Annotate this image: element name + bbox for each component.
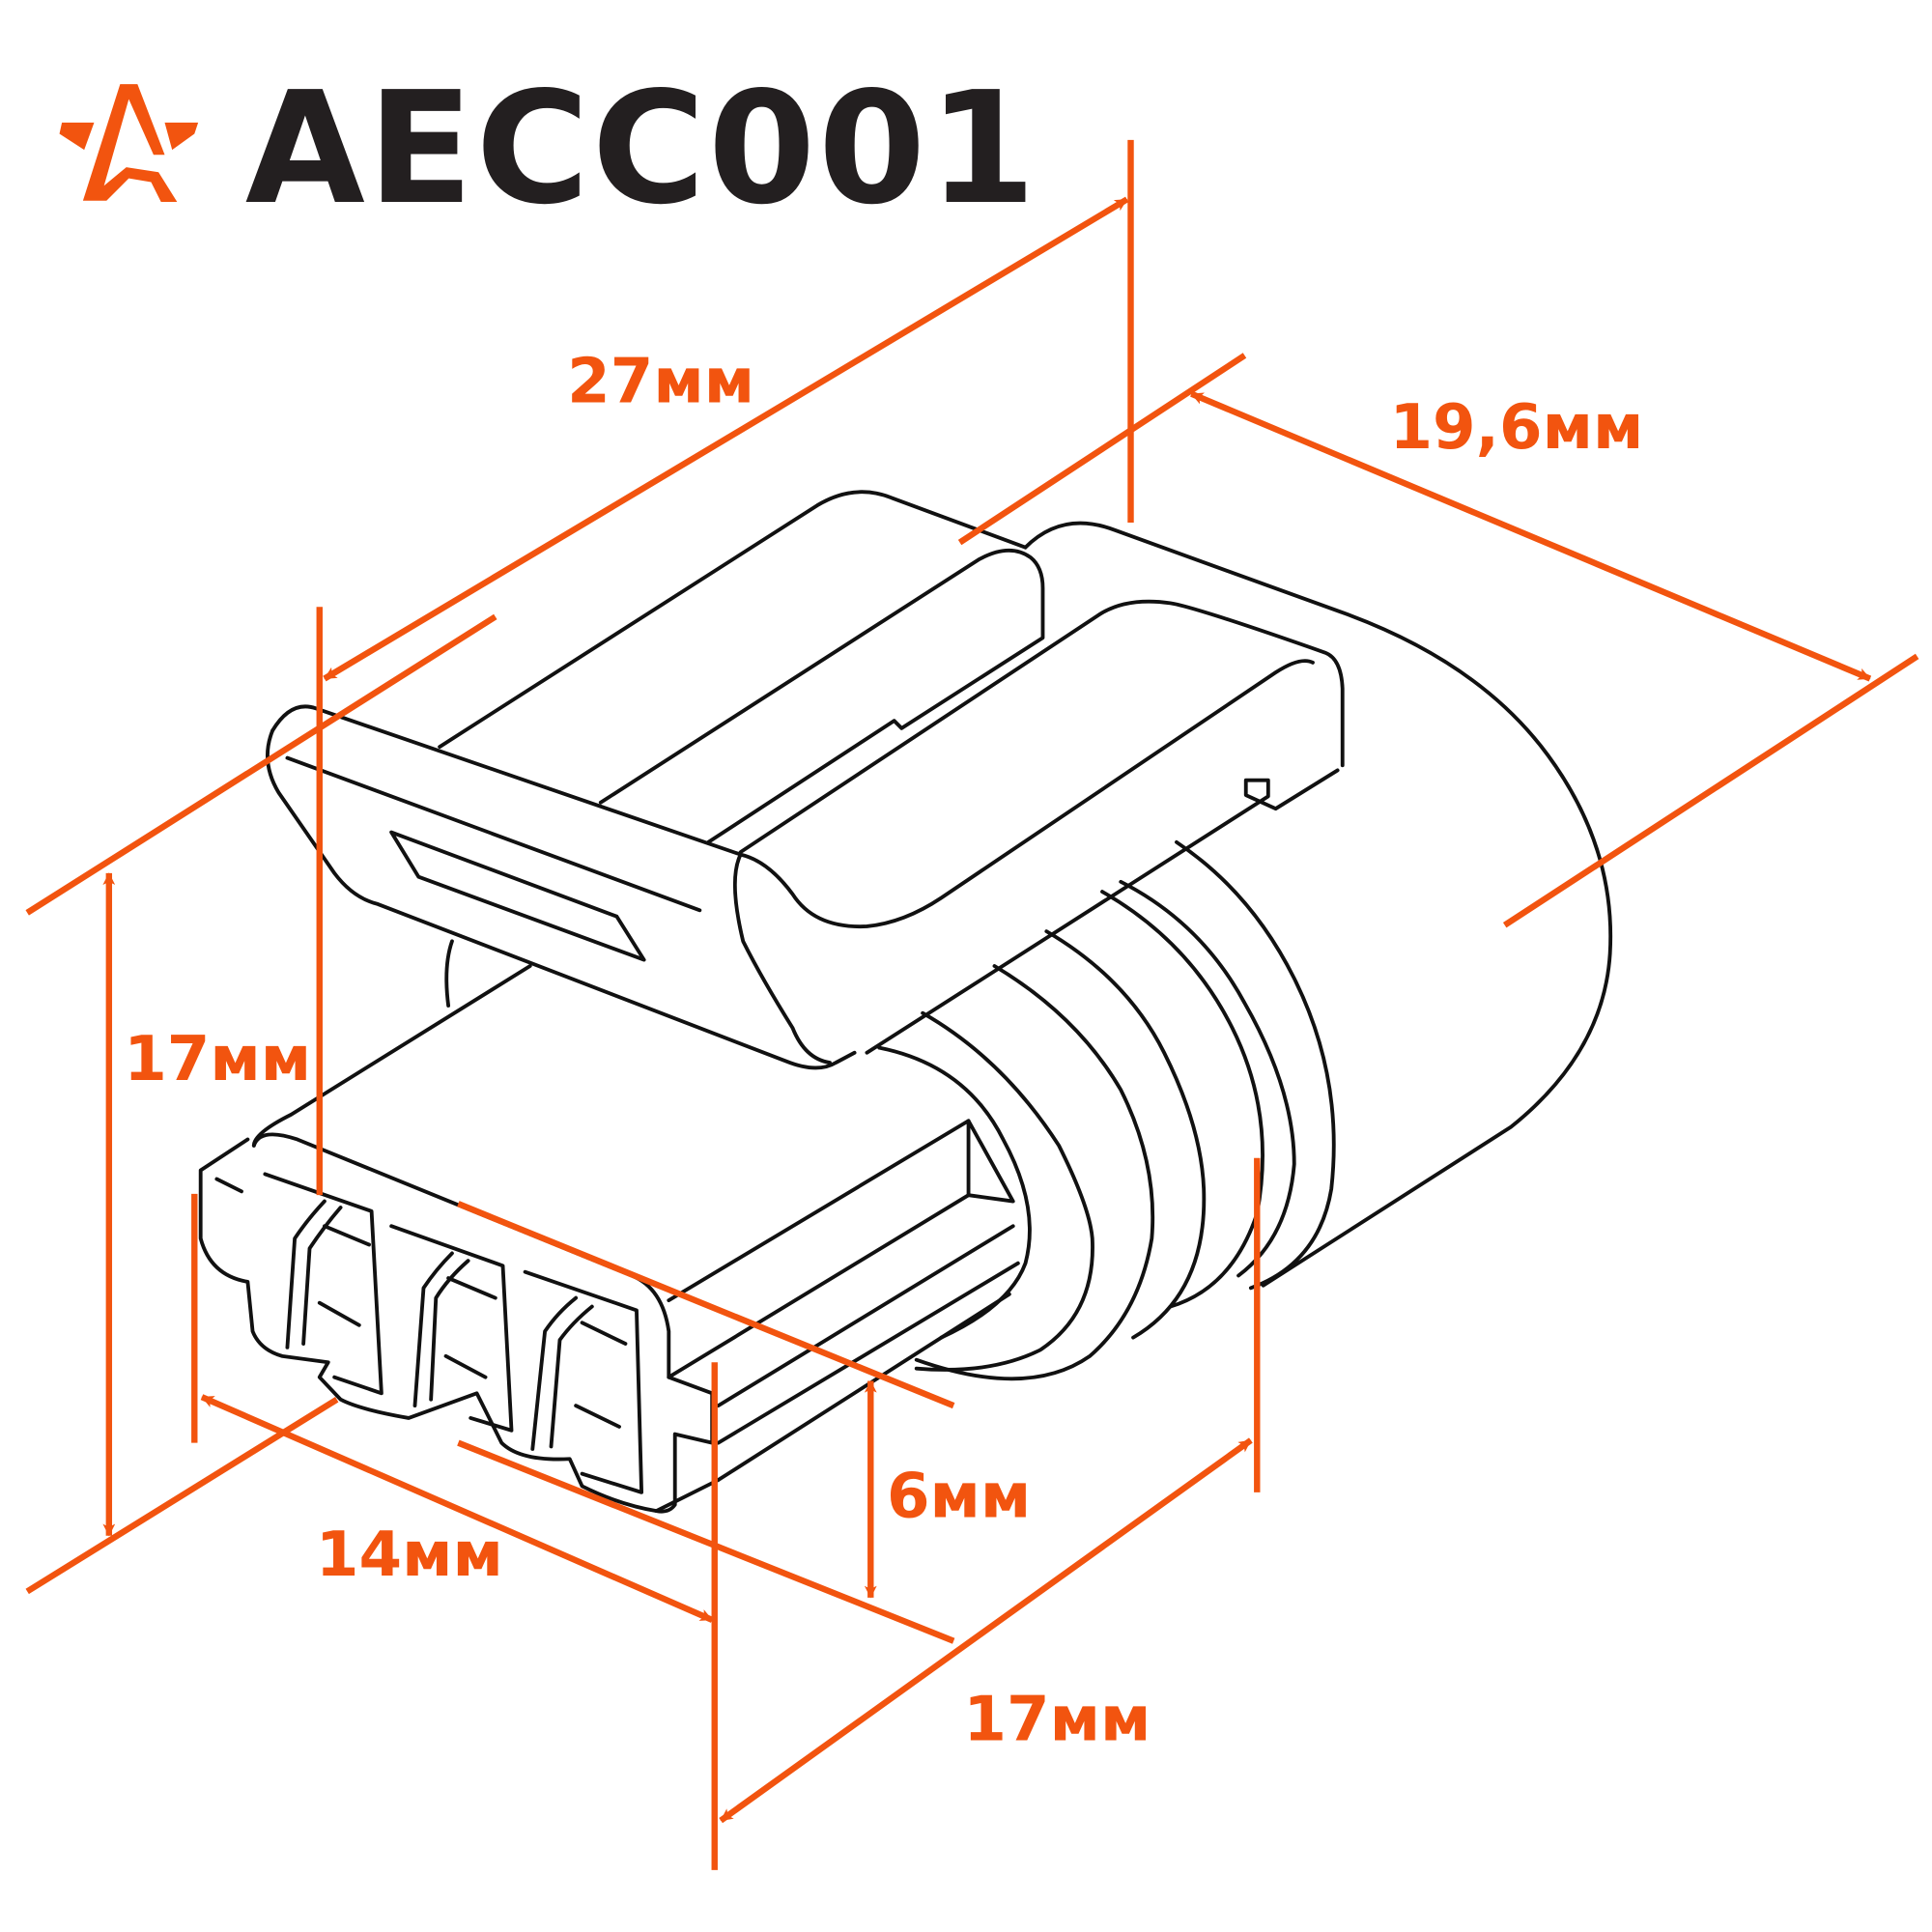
dim-width-label: 19,6мм: [1389, 392, 1643, 464]
connector-drawing: [198, 490, 1613, 1514]
dim-slot-height-label: 6мм: [887, 1462, 1031, 1533]
dim-depth-label: 17мм: [963, 1684, 1151, 1755]
dim-face-width-label: 14мм: [316, 1520, 503, 1591]
brand-logo: [59, 84, 199, 202]
dim-length-label: 27мм: [567, 347, 754, 418]
dimension-lines: [25, 139, 1919, 1870]
dim-height-label: 17мм: [124, 1024, 311, 1095]
product-code: AECC001: [245, 58, 1038, 239]
